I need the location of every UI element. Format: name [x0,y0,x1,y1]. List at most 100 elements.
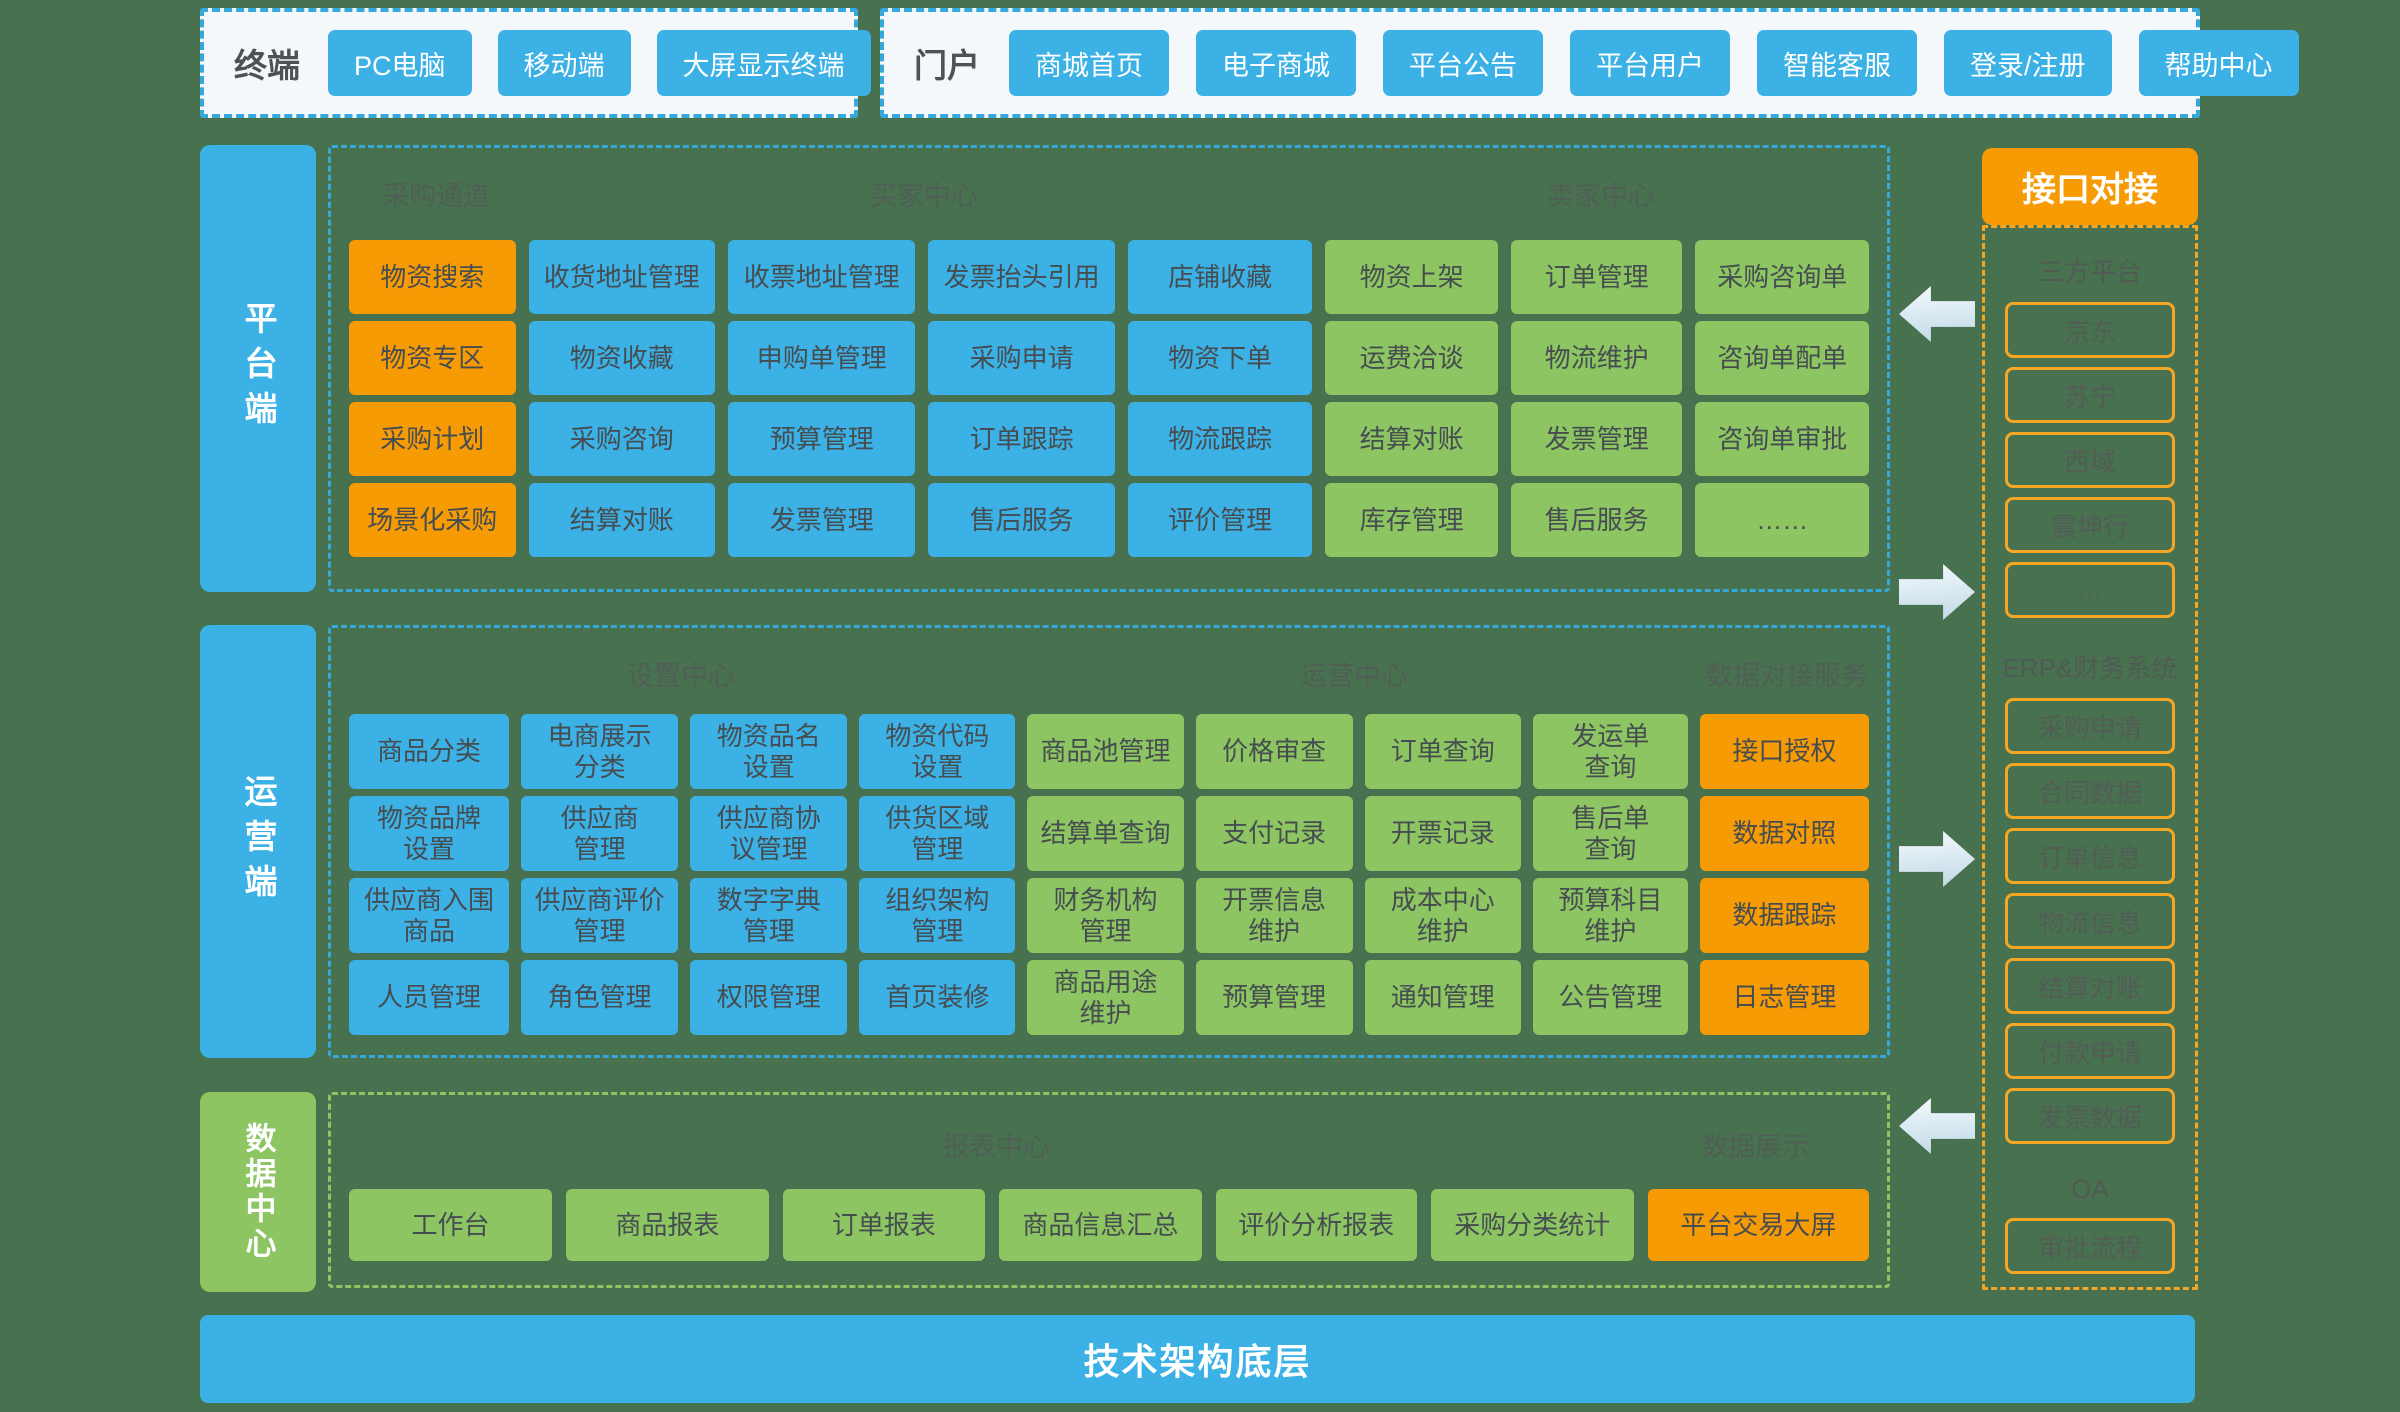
api-item[interactable]: 订单信息 [2005,828,2175,884]
module-cell[interactable]: 首页装修 [859,960,1016,1035]
module-cell[interactable]: 订单查询 [1364,714,1521,789]
portal-item[interactable]: 平台公告 [1383,30,1543,96]
module-cell[interactable]: …… [1695,483,1869,557]
module-cell[interactable]: 场景化采购 [349,483,516,557]
module-cell[interactable]: 物资搜索 [349,240,516,314]
module-cell[interactable]: 接口授权 [1699,714,1869,789]
module-cell[interactable]: 商品信息汇总 [998,1189,1202,1261]
module-cell[interactable]: 售后服务 [928,483,1115,557]
module-cell[interactable]: 售后服务 [1510,483,1683,557]
module-cell[interactable]: 物资品名 设置 [690,714,848,789]
module-cell[interactable]: 供货区域 管理 [859,796,1016,871]
module-cell[interactable]: 人员管理 [349,960,510,1035]
module-cell[interactable]: 咨询单审批 [1695,402,1869,476]
portal-item[interactable]: 登录/注册 [1944,30,2112,96]
module-cell[interactable]: 数字字典 管理 [690,878,848,953]
module-cell[interactable]: 收货地址管理 [528,240,716,314]
module-cell[interactable]: 工作台 [349,1189,552,1261]
terminal-item[interactable]: 大屏显示终端 [656,30,871,96]
module-cell[interactable]: 库存管理 [1325,483,1498,557]
module-cell[interactable]: 评价管理 [1127,483,1313,557]
module-cell[interactable]: 运费洽谈 [1325,321,1498,395]
api-docking-button[interactable]: 接口对接 [1982,148,2198,225]
portal-item[interactable]: 平台用户 [1570,30,1730,96]
api-item[interactable]: 物流信息 [2005,893,2175,949]
api-item[interactable]: 苏宁 [2005,367,2175,423]
api-item[interactable]: 京东 [2005,302,2175,358]
module-cell[interactable]: 发运单 查询 [1532,714,1688,789]
module-cell[interactable]: 采购申请 [928,321,1115,395]
portal-item[interactable]: 电子商城 [1196,30,1356,96]
module-cell[interactable]: 发票管理 [1510,402,1683,476]
module-cell[interactable]: 发票管理 [728,483,916,557]
portal-item[interactable]: 帮助中心 [2138,30,2299,96]
module-cell[interactable]: 公告管理 [1532,960,1688,1035]
api-item[interactable]: 震坤行 [2005,497,2175,553]
module-cell[interactable]: 商品分类 [349,714,510,789]
module-cell[interactable]: 预算管理 [728,402,916,476]
module-cell[interactable]: 商品报表 [565,1189,769,1261]
module-cell[interactable]: 供应商评价 管理 [521,878,679,953]
module-cell[interactable]: 结算对账 [528,483,716,557]
module-cell[interactable]: 组织架构 管理 [859,878,1016,953]
module-cell[interactable]: 预算科目 维护 [1532,878,1688,953]
group-header-data-display: 数据展示 [1701,1132,1809,1162]
module-cell[interactable]: 商品用途 维护 [1027,960,1184,1035]
module-cell[interactable]: 数据跟踪 [1699,878,1869,953]
module-cell[interactable]: 供应商入围 商品 [349,878,510,953]
api-item[interactable]: 采购申请 [2005,698,2175,754]
api-item[interactable]: 合同数据 [2005,763,2175,819]
module-cell[interactable]: 物资代码 设置 [859,714,1016,789]
api-item[interactable]: 审批流程 [2005,1218,2175,1274]
module-cell[interactable]: 成本中心 维护 [1364,878,1521,953]
module-cell[interactable]: 物流跟踪 [1127,402,1313,476]
module-cell[interactable]: 订单管理 [1510,240,1683,314]
module-cell[interactable]: 物资上架 [1325,240,1498,314]
module-cell[interactable]: 采购计划 [349,402,516,476]
module-cell[interactable]: 供应商协 议管理 [690,796,848,871]
module-cell[interactable]: 采购咨询 [528,402,716,476]
module-cell[interactable]: 日志管理 [1699,960,1869,1035]
module-cell[interactable]: 收票地址管理 [728,240,916,314]
module-cell[interactable]: 物资收藏 [528,321,716,395]
module-cell[interactable]: 物流维护 [1510,321,1683,395]
module-cell[interactable]: 支付记录 [1195,796,1353,871]
module-cell[interactable]: 商品池管理 [1027,714,1184,789]
module-cell[interactable]: 平台交易大屏 [1647,1189,1869,1261]
portal-item[interactable]: 商城首页 [1009,30,1169,96]
portal-item[interactable]: 智能客服 [1757,30,1917,96]
module-cell[interactable]: 售后单 查询 [1532,796,1688,871]
module-cell[interactable]: 发票抬头引用 [928,240,1115,314]
module-cell[interactable]: 评价分析报表 [1215,1189,1417,1261]
api-item[interactable]: 付款申请 [2005,1023,2175,1079]
module-cell[interactable]: 咨询单配单 [1695,321,1869,395]
module-cell[interactable]: 结算对账 [1325,402,1498,476]
module-cell[interactable]: 采购咨询单 [1695,240,1869,314]
module-cell[interactable]: 申购单管理 [728,321,916,395]
module-cell[interactable]: 订单报表 [782,1189,985,1261]
module-cell[interactable]: 预算管理 [1195,960,1353,1035]
module-cell[interactable]: 电商展示 分类 [521,714,679,789]
module-cell[interactable]: 采购分类统计 [1430,1189,1634,1261]
module-cell[interactable]: 订单跟踪 [928,402,1115,476]
module-cell[interactable]: 物资下单 [1127,321,1313,395]
module-cell[interactable]: 店铺收藏 [1127,240,1313,314]
module-cell[interactable]: 角色管理 [521,960,679,1035]
module-cell[interactable]: 财务机构 管理 [1027,878,1184,953]
module-cell[interactable]: 物资品牌 设置 [349,796,510,871]
api-item[interactable]: … [2005,562,2175,618]
terminal-item[interactable]: PC电脑 [328,30,472,96]
module-cell[interactable]: 价格审查 [1195,714,1353,789]
api-item[interactable]: 西域 [2005,432,2175,488]
terminal-item[interactable]: 移动端 [497,30,631,96]
module-cell[interactable]: 通知管理 [1364,960,1521,1035]
module-cell[interactable]: 结算单查询 [1027,796,1184,871]
module-cell[interactable]: 物资专区 [349,321,516,395]
module-cell[interactable]: 数据对照 [1699,796,1869,871]
api-item[interactable]: 结算对账 [2005,958,2175,1014]
module-cell[interactable]: 权限管理 [690,960,848,1035]
api-item[interactable]: 发票数据 [2005,1088,2175,1144]
module-cell[interactable]: 开票信息 维护 [1195,878,1353,953]
module-cell[interactable]: 供应商 管理 [521,796,679,871]
module-cell[interactable]: 开票记录 [1364,796,1521,871]
